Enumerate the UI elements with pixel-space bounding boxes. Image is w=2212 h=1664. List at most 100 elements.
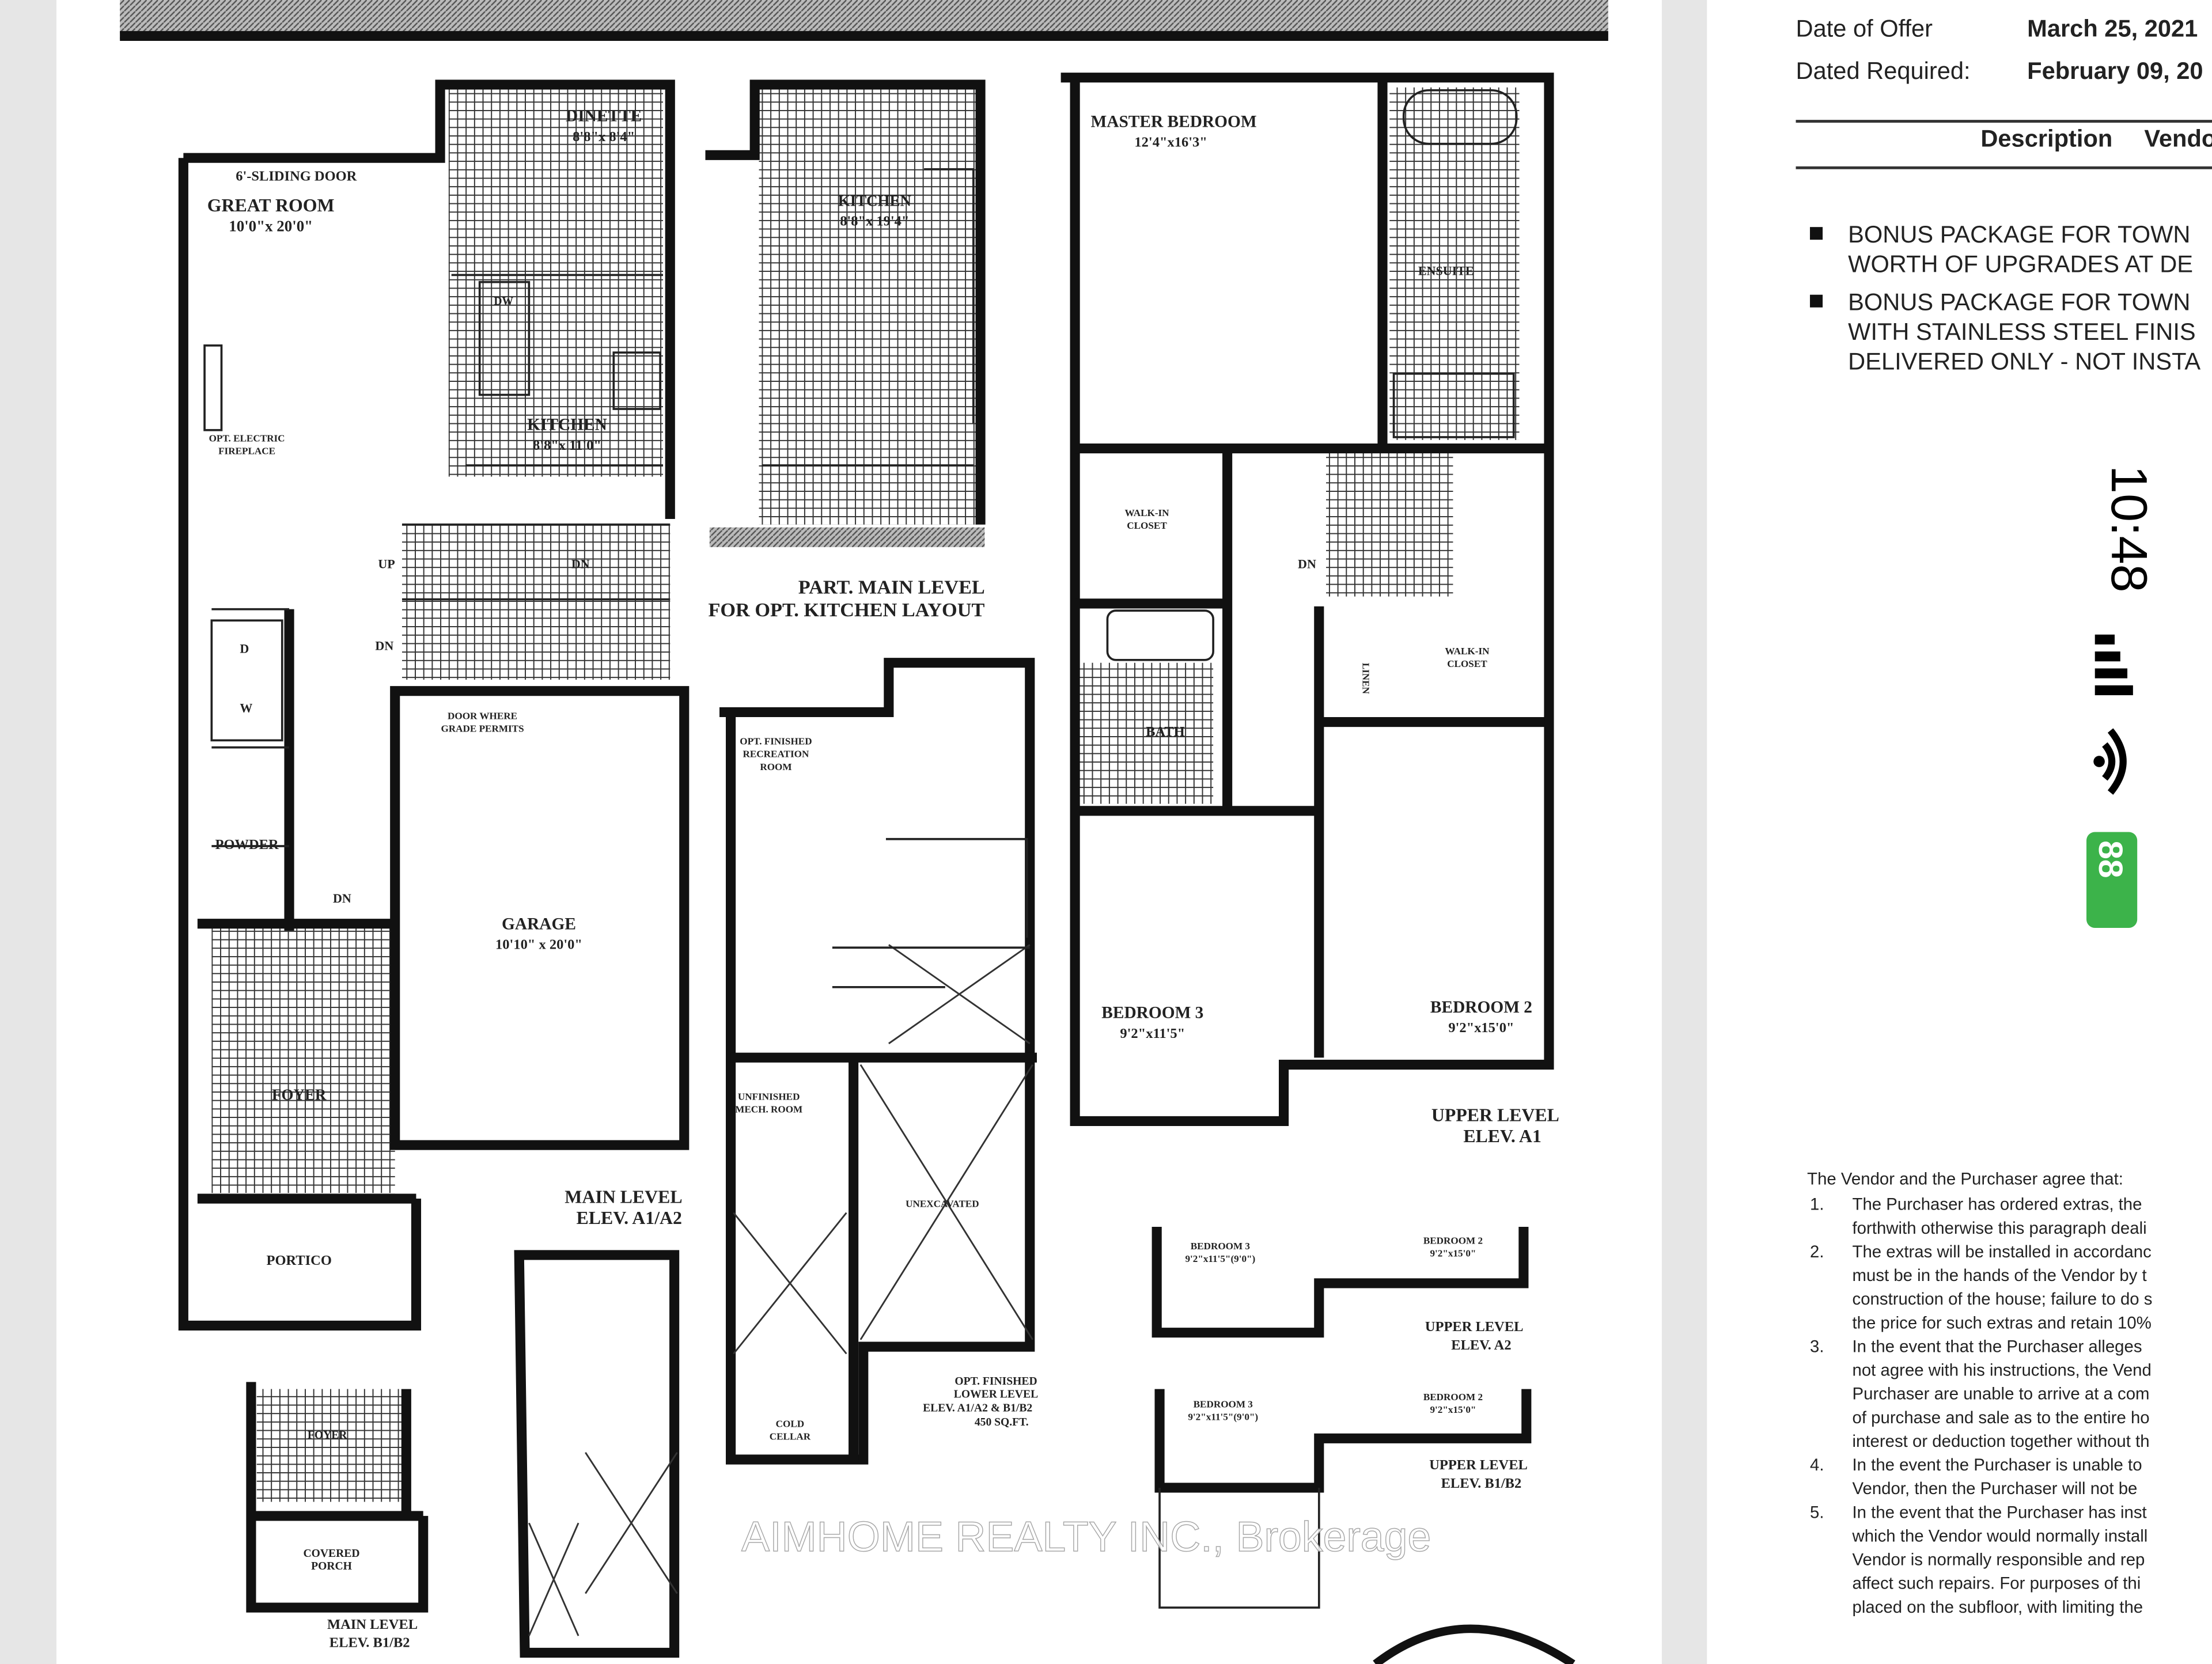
- clause-text-line: In the event the Purchaser is unable to: [1853, 1455, 2142, 1475]
- status-time: 10:48: [2101, 465, 2158, 593]
- door-note-2: GRADE PERMITS: [441, 723, 524, 734]
- walkin-closet-label: WALK-IN: [1124, 507, 1169, 518]
- clause-text-line: of purchase and sale as to the entire ho: [1853, 1408, 2150, 1427]
- agreement-intro: The Vendor and the Purchaser agree that:: [1807, 1170, 2123, 1189]
- wifi-icon: [2093, 728, 2127, 795]
- bath-label: BATH: [1146, 724, 1185, 740]
- fireplace-label-2: FIREPLACE: [218, 445, 275, 456]
- lower-level-title: OPT. FINISHED: [955, 1375, 1037, 1388]
- garage-dim: 10'10" x 20'0": [495, 937, 582, 953]
- walkin-closet-2-label: WALK-IN: [1445, 646, 1490, 657]
- unexcavated-label: UNEXCAVATED: [906, 1199, 979, 1210]
- builder-logo: [1373, 1624, 1575, 1664]
- b-elev: ELEV. B1/B2: [1441, 1476, 1522, 1491]
- upper-stair-dn-label: DN: [1298, 557, 1316, 571]
- bedroom3-label: BEDROOM 3: [1101, 1004, 1203, 1022]
- mech-room-label: UNFINISHED: [738, 1091, 800, 1102]
- clause-text-line: must be in the hands of the Vendor by t: [1853, 1266, 2147, 1285]
- date-required-label: Dated Required:: [1796, 57, 1971, 84]
- walkin-closet-label-2: CLOSET: [1127, 520, 1167, 531]
- bullet-icon: [1810, 227, 1823, 240]
- garage-label: GARAGE: [502, 915, 576, 933]
- main-level-plan: 6'-SLIDING DOOR GREAT ROOM 10'0"x 20'0" …: [178, 79, 690, 1331]
- clause-text-line: Vendor, then the Purchaser will not be: [1853, 1479, 2138, 1498]
- b-foyer-label: FOYER: [308, 1429, 347, 1441]
- stair-dn-label: DN: [571, 557, 590, 571]
- door-note: DOOR WHERE: [448, 711, 517, 722]
- clause-number: 4.: [1810, 1455, 1824, 1475]
- walkin-closet-2-label-2: CLOSET: [1447, 658, 1487, 669]
- rec-room-label: OPT. FINISHED: [740, 736, 812, 747]
- upper-level-a2-plan: BEDROOM 3 9'2"x11'5"(9'0") BEDROOM 2 9'2…: [1152, 1227, 1529, 1353]
- sliding-door-label: 6'-SLIDING DOOR: [236, 168, 357, 184]
- alt-kitchen-label: KITCHEN: [838, 192, 912, 209]
- master-bedroom-dim: 12'4"x16'3": [1134, 135, 1207, 150]
- a2-elev: ELEV. A2: [1451, 1337, 1511, 1353]
- signal-icon: [2094, 634, 2133, 696]
- foyer-label: FOYER: [272, 1086, 327, 1104]
- bullet-text-line: DELIVERED ONLY - NOT INSTA: [1848, 347, 2200, 374]
- clause-number: 1.: [1810, 1195, 1824, 1214]
- bedroom2-label: BEDROOM 2: [1430, 998, 1532, 1017]
- clause-text-line: In the event that the Purchaser alleges: [1853, 1337, 2142, 1356]
- bullet-text-line: BONUS PACKAGE FOR TOWN: [1848, 289, 2190, 316]
- clause-number: 2.: [1810, 1242, 1824, 1261]
- clause-text-line: placed on the subfloor, with limiting th…: [1853, 1598, 2143, 1617]
- kitchen-label: KITCHEN: [527, 416, 607, 434]
- clause-text-line: In the event that the Purchaser has inst: [1853, 1503, 2147, 1522]
- main-level-b-plan: FOYER COVERED PORCH MAIN LEVEL ELEV. B1/…: [246, 1250, 680, 1658]
- rec-room-label-2: RECREATION: [743, 749, 809, 760]
- portico-label: PORTICO: [267, 1253, 332, 1268]
- watermark: AIMHOME REALTY INC., Brokerage: [741, 1513, 1431, 1560]
- clause-text-line: the price for such extras and retain 10%: [1853, 1313, 2152, 1332]
- powder-label: POWDER: [215, 837, 279, 852]
- clause-text-line: forthwith otherwise this paragraph deali: [1853, 1219, 2147, 1238]
- b-bedroom3-dim: 9'2"x11'5"(9'0"): [1188, 1411, 1258, 1422]
- battery-charging-icon: 88: [2086, 832, 2138, 928]
- b-porch-label: COVERED: [304, 1548, 360, 1560]
- bullet-text-line: BONUS PACKAGE FOR TOWN: [1848, 221, 2190, 248]
- washer-label: W: [240, 700, 252, 715]
- lower-level-elev: ELEV. A1/A2 & B1/B2: [923, 1403, 1032, 1415]
- stair-dn-label-3: DN: [333, 891, 351, 905]
- clause-text-line: interest or deduction together without t…: [1853, 1432, 2150, 1451]
- clause-text-line: Purchaser are unable to arrive at a com: [1853, 1385, 2150, 1404]
- great-room-dim: 10'0"x 20'0": [229, 218, 313, 235]
- a2-bedroom3-dim: 9'2"x11'5"(9'0"): [1185, 1253, 1255, 1264]
- a2-bedroom3-label: BEDROOM 3: [1191, 1241, 1250, 1252]
- lower-level-plan: OPT. FINISHED RECREATION ROOM UNFINISHED…: [719, 658, 1038, 1465]
- lower-level-title-2: LOWER LEVEL: [954, 1388, 1038, 1400]
- ensuite-label: ENSUITE: [1418, 263, 1474, 278]
- upper-level-plan: MASTER BEDROOM 12'4"x16'3" ENSUITE WALK-…: [1060, 73, 1559, 1146]
- a2-bedroom2-dim: 9'2"x15'0": [1430, 1248, 1476, 1259]
- kitchen-dim: 8'8"x 11'0": [533, 438, 601, 453]
- clause-text-line: The Purchaser has ordered extras, the: [1853, 1195, 2142, 1214]
- dishwasher-label: DW: [494, 295, 513, 308]
- b-title: UPPER LEVEL: [1429, 1457, 1528, 1473]
- bedroom2-dim: 9'2"x15'0": [1448, 1020, 1514, 1036]
- offer-document: Date of Offer March 25, 2021 Dated Requi…: [1796, 15, 2212, 1617]
- b-porch-label-2: PORCH: [311, 1560, 352, 1572]
- date-of-offer-value: March 25, 2021: [2027, 15, 2198, 42]
- date-of-offer-label: Date of Offer: [1796, 15, 1933, 42]
- description-header: Description: [1980, 125, 2112, 152]
- clause-text-line: affect such repairs. For purposes of thi: [1853, 1574, 2141, 1593]
- clause-text-line: not agree with his instructions, the Ven…: [1853, 1361, 2152, 1380]
- cold-cellar-label: COLD: [776, 1419, 804, 1430]
- part-main-title: PART. MAIN LEVEL: [798, 577, 985, 598]
- a2-title: UPPER LEVEL: [1425, 1319, 1524, 1335]
- date-required-value: February 09, 20: [2027, 57, 2203, 84]
- lower-level-area: 450 SQ.FT.: [975, 1416, 1029, 1428]
- b-main-title: MAIN LEVEL: [327, 1617, 418, 1632]
- main-level-elev: ELEV. A1/A2: [577, 1208, 682, 1228]
- great-room-label: GREAT ROOM: [207, 195, 335, 215]
- b-main-elev: ELEV. B1/B2: [329, 1635, 410, 1651]
- mech-room-label-2: MECH. ROOM: [735, 1104, 802, 1115]
- alt-kitchen-dim: 8'8"x 19'4": [840, 214, 909, 229]
- a2-bedroom2-label: BEDROOM 2: [1423, 1235, 1483, 1246]
- b-bedroom3-label: BEDROOM 3: [1194, 1398, 1253, 1409]
- clause-number: 3.: [1810, 1337, 1824, 1356]
- clause-number: 5.: [1810, 1503, 1824, 1522]
- status-bar: 10:48 88: [2086, 465, 2158, 928]
